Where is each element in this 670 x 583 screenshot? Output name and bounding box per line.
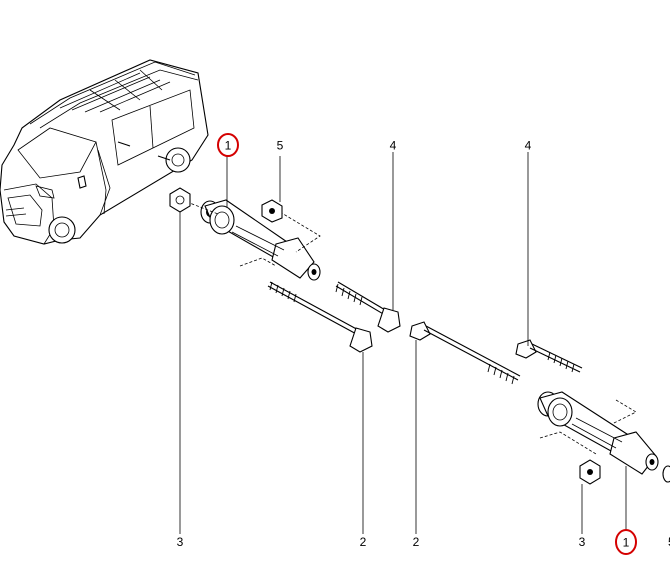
callout-5-upper: 5 [277, 139, 284, 153]
shock-absorber-upper [200, 199, 321, 281]
callout-3-upper: 3 [177, 535, 184, 549]
bushing-3-upper [169, 187, 191, 213]
nut-5-upper [261, 199, 283, 223]
callout-highlight-ring [615, 529, 637, 555]
leader-lines [179, 152, 627, 534]
bolt-4-lower [515, 339, 583, 373]
callout-3-lower: 3 [579, 535, 586, 549]
nut-3-lower [579, 459, 601, 485]
callout-1-lower: 1 [623, 536, 630, 550]
shock-absorber-lower [537, 391, 670, 483]
bolt-4-upper [335, 281, 401, 333]
callout-1-upper: 1 [225, 139, 232, 153]
van-illustration [0, 59, 209, 245]
bolt-2-lower [409, 321, 521, 385]
callout-4-upper: 4 [390, 139, 397, 153]
callout-5-lower: 5 [668, 535, 670, 549]
callout-highlight-ring [217, 133, 239, 157]
bolt-2-upper [267, 281, 373, 353]
callout-2-lower: 2 [413, 535, 420, 549]
callout-4-lower: 4 [525, 139, 532, 153]
callout-2-upper: 2 [360, 535, 367, 549]
callout-labels: 1 5 4 4 3 2 2 3 1 5 [177, 133, 670, 555]
